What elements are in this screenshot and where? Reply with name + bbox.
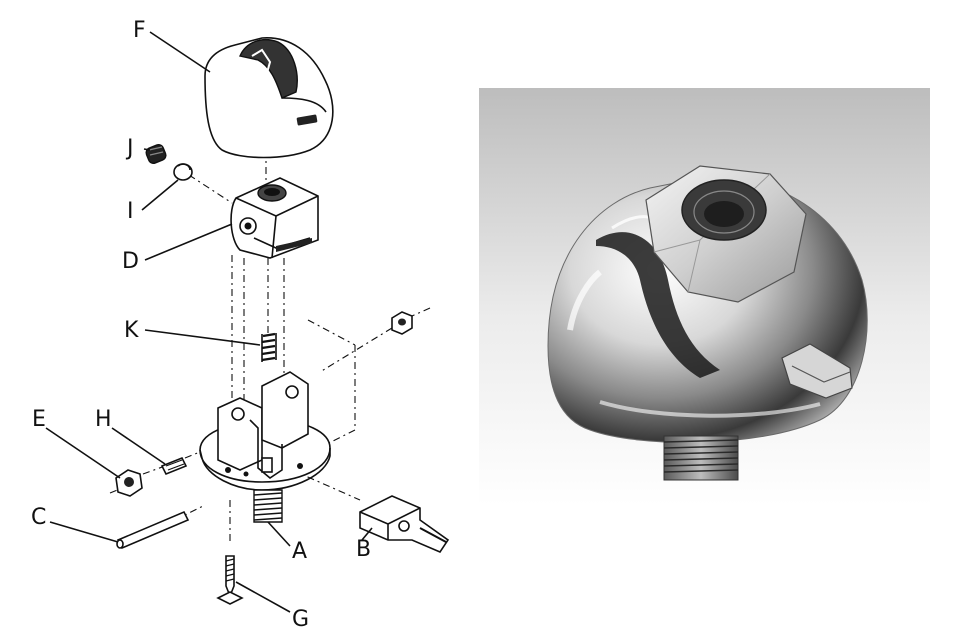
grub-screw-part-j xyxy=(145,144,167,164)
label-e: E xyxy=(32,407,46,432)
label-g: G xyxy=(292,607,309,632)
latch-clip xyxy=(781,343,853,399)
spring-part-k xyxy=(261,332,277,362)
label-f: F xyxy=(133,18,146,43)
label-b: B xyxy=(356,537,371,562)
nut-right xyxy=(391,311,413,335)
mounting-block-part-d xyxy=(230,177,319,259)
plug-part-i xyxy=(173,163,193,181)
label-k: K xyxy=(124,318,139,343)
label-j: J xyxy=(125,136,134,161)
label-d: D xyxy=(122,249,139,274)
lever-clip-part-b xyxy=(359,495,450,553)
base-plate-assembly xyxy=(199,371,331,523)
bolt-part-h xyxy=(160,456,188,476)
screw-part-g xyxy=(216,555,244,605)
label-h: H xyxy=(95,407,112,432)
leader-lines xyxy=(45,31,373,613)
dome-cover-part-f xyxy=(204,37,334,159)
exploded-diagram: F J I D K E H C A B G xyxy=(31,18,450,632)
product-photo xyxy=(479,88,930,506)
label-i: I xyxy=(127,199,134,224)
nut-part-e xyxy=(115,469,143,497)
label-a: A xyxy=(292,539,307,564)
pin-part-c xyxy=(116,510,190,550)
label-c: C xyxy=(31,505,46,530)
part-labels: F J I D K E H C A B G xyxy=(31,18,371,632)
